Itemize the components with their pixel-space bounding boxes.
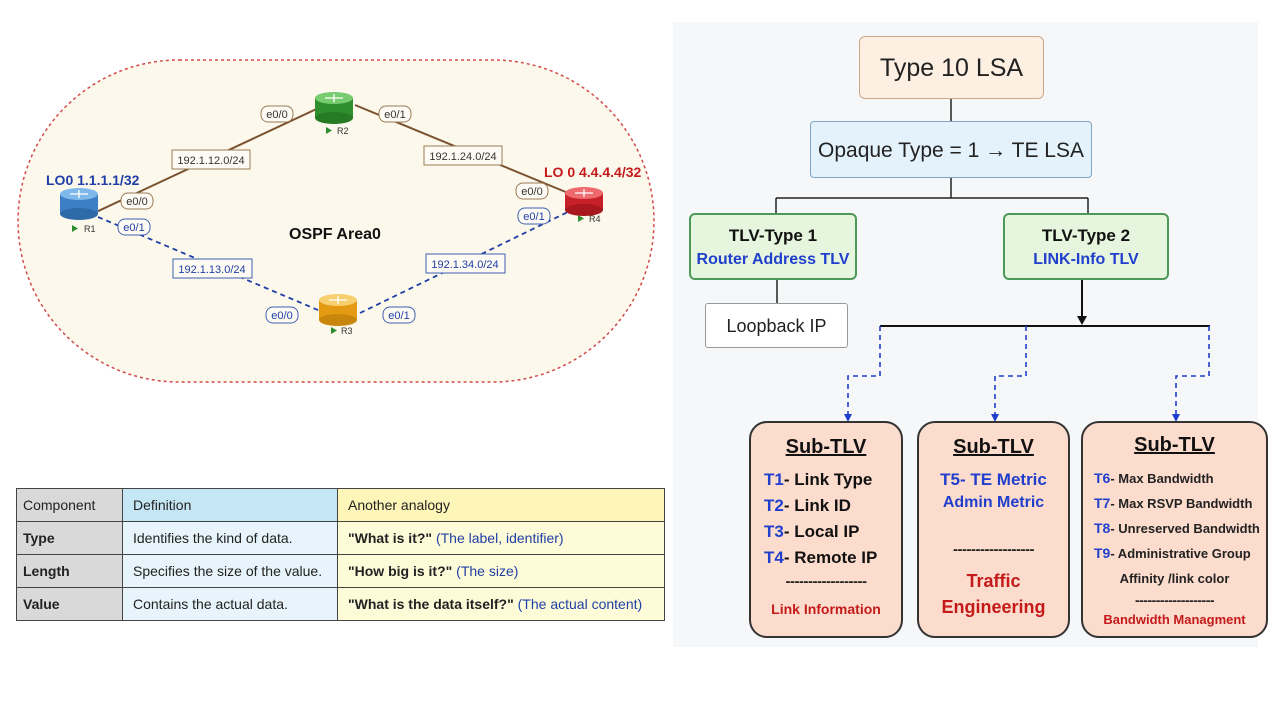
ospf-network-diagram: 192.1.12.0/24 192.1.24.0/24 192.1.13.0/2…: [17, 59, 655, 383]
te-metric-label: T5- TE Metric: [940, 470, 1047, 489]
router-r2-label: R2: [337, 126, 349, 136]
connector-dashed-subtlv1: [844, 326, 881, 422]
table-cell-definition: Specifies the size of the value.: [122, 554, 338, 588]
affinity-label: Affinity /link color: [1119, 571, 1230, 586]
subtlv-footer: Link Information: [771, 601, 881, 617]
svg-text:e0/1: e0/1: [384, 109, 405, 121]
opaque-type-box: Opaque Type = 1 → TE LSA: [810, 121, 1092, 178]
iface-r1-e0-1: e0/1: [117, 218, 151, 236]
list-item: T7- Max RSVP Bandwidth: [1094, 495, 1253, 511]
admin-metric-label: Admin Metric: [942, 494, 1045, 511]
table-cell-component: Length: [16, 554, 123, 588]
subtlv-list: T1- Link Type T2- Link ID T3- Local IP T…: [764, 467, 901, 571]
svg-text:e0/1: e0/1: [123, 222, 144, 234]
table-cell-component: Type: [16, 521, 123, 555]
analogy-quote: "What is the data itself?": [348, 596, 514, 612]
list-item: T9- Administrative Group: [1094, 545, 1251, 561]
subtlv-footer: Bandwidth Managment: [1103, 612, 1246, 627]
svg-text:e0/0: e0/0: [126, 196, 147, 208]
subnet-text: 192.1.13.0/24: [178, 264, 245, 276]
subnet-text: 192.1.12.0/24: [177, 155, 244, 167]
svg-text:e0/1: e0/1: [523, 211, 544, 223]
subnet-label-r3-r4: 192.1.34.0/24: [425, 253, 506, 274]
table-header-definition: Definition: [122, 488, 338, 522]
subtlv-title: Sub-TLV: [953, 436, 1034, 458]
svg-text:e0/0: e0/0: [271, 310, 292, 322]
iface-r2-e0-0: e0/0: [260, 105, 294, 123]
subnet-label-r1-r3: 192.1.13.0/24: [172, 258, 253, 279]
subtlv-title: Sub-TLV: [1134, 434, 1215, 456]
analogy-quote: "How big is it?": [348, 563, 453, 579]
router-r1-label: R1: [84, 224, 96, 234]
table-cell-component: Value: [16, 587, 123, 621]
table-row: Value Contains the actual data. "What is…: [16, 587, 665, 621]
tlv-type2-title: TLV-Type 2: [1041, 226, 1131, 245]
iface-r2-e0-1: e0/1: [378, 105, 412, 123]
tlv-component-table: Component Definition Another analogy Typ…: [16, 488, 665, 621]
analogy-quote: "What is it?": [348, 530, 433, 546]
subtlv-link-info-box: Sub-TLV T1- Link Type T2- Link ID T3- Lo…: [749, 421, 903, 638]
table-cell-definition: Contains the actual data.: [122, 587, 338, 621]
router-r1-icon[interactable]: R1: [60, 188, 98, 234]
table-row: Length Specifies the size of the value. …: [16, 554, 665, 588]
subtlv-title: Sub-TLV: [785, 436, 867, 458]
svg-text:e0/0: e0/0: [521, 186, 542, 198]
iface-r3-e0-1: e0/1: [382, 306, 416, 324]
list-item: T1- Link Type: [764, 470, 873, 489]
subnet-text: 192.1.34.0/24: [431, 259, 498, 271]
connector-opaque-tlvs: [775, 178, 1089, 213]
subtlv-te-metric-box: Sub-TLV T5- TE Metric Admin Metric -----…: [917, 421, 1070, 638]
connector-dashed-subtlv2: [991, 326, 1027, 422]
loopback-r4-label: LO 0 4.4.4.4/32: [544, 164, 641, 180]
router-r3-icon[interactable]: R3: [319, 294, 357, 336]
subtlv-divider: -------------------: [1134, 592, 1215, 608]
tlv-type1-subtitle: Router Address TLV: [696, 251, 850, 268]
type10-lsa-box: Type 10 LSA: [859, 36, 1044, 99]
svg-text:e0/1: e0/1: [388, 310, 409, 322]
ospf-area-label: OSPF Area0: [289, 226, 381, 243]
subtlv-footer-line1: Traffic: [966, 571, 1021, 591]
subtlv-footer-line2: Engineering: [941, 597, 1046, 617]
subtlv-te-lines: T5- TE Metric Admin Metric: [919, 468, 1068, 514]
tlv-type2-box: TLV-Type 2 LINK-Info TLV: [1003, 213, 1169, 280]
subtlv-divider: ------------------: [953, 541, 1034, 558]
analogy-note: (The actual content): [517, 596, 643, 612]
loopback-r1-label: LO0 1.1.1.1/32: [46, 172, 140, 188]
connector-tlv2-subtlvs: [880, 280, 1210, 327]
list-item: T3- Local IP: [764, 522, 860, 541]
subtlv-divider: ------------------: [785, 573, 867, 590]
router-r2-icon[interactable]: R2: [315, 92, 353, 136]
list-item: T2- Link ID: [764, 496, 851, 515]
tlv-type2-subtitle: LINK-Info TLV: [1033, 251, 1139, 268]
subnet-label-r2-r4: 192.1.24.0/24: [423, 145, 503, 166]
subtlv-bandwidth-box: Sub-TLV T6- Max Bandwidth T7- Max RSVP B…: [1081, 421, 1268, 638]
subtlv-list: T6- Max Bandwidth T7- Max RSVP Bandwidth…: [1094, 466, 1266, 566]
router-r4-icon[interactable]: R4: [565, 187, 603, 224]
list-item: T6- Max Bandwidth: [1094, 470, 1214, 486]
subnet-label-r1-r2: 192.1.12.0/24: [171, 149, 251, 170]
table-cell-definition: Identifies the kind of data.: [122, 521, 338, 555]
tlv-type1-title: TLV-Type 1: [728, 226, 818, 245]
table-cell-analogy: "What is the data itself?" (The actual c…: [337, 587, 665, 621]
svg-text:e0/0: e0/0: [266, 109, 287, 121]
table-header-row: Component Definition Another analogy: [16, 488, 665, 522]
iface-r4-e0-0: e0/0: [515, 182, 549, 200]
analogy-note: (The label, identifier): [435, 530, 564, 546]
table-header-analogy: Another analogy: [337, 488, 665, 522]
table-cell-analogy: "How big is it?" (The size): [337, 554, 665, 588]
iface-r4-e0-1: e0/1: [517, 207, 551, 225]
loopback-ip-box: Loopback IP: [705, 303, 848, 348]
subnet-text: 192.1.24.0/24: [429, 151, 496, 163]
router-r4-label: R4: [589, 214, 601, 224]
list-item: T8- Unreserved Bandwidth: [1094, 520, 1260, 536]
tlv-type1-box: TLV-Type 1 Router Address TLV: [689, 213, 857, 280]
iface-r1-e0-0: e0/0: [120, 192, 154, 210]
connector-dashed-subtlv3: [1172, 326, 1210, 422]
analogy-note: (The size): [456, 563, 519, 579]
router-r3-label: R3: [341, 326, 353, 336]
iface-r3-e0-0: e0/0: [265, 306, 299, 324]
ospf-area-boundary: [17, 59, 655, 383]
list-item: T4- Remote IP: [764, 548, 878, 567]
